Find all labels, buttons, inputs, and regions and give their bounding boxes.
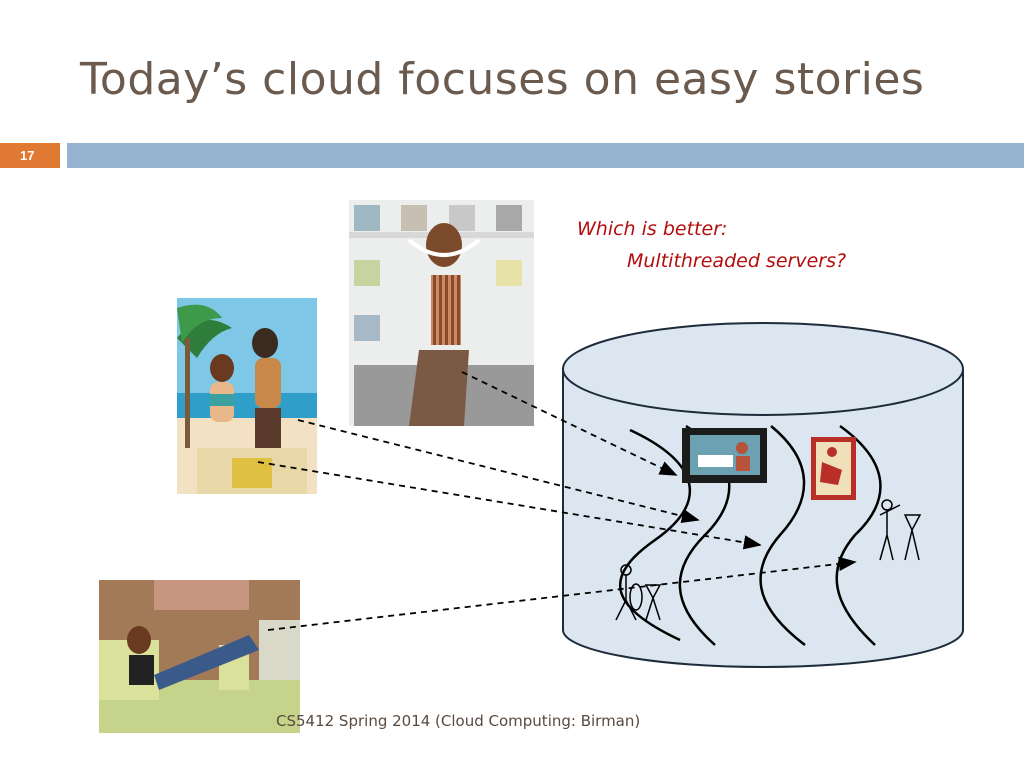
beach-couple-photo xyxy=(177,298,317,494)
guitarist-clipart xyxy=(811,437,856,500)
thread-wave-icon xyxy=(759,425,806,646)
cellist-clipart xyxy=(615,564,662,621)
slide-number: 17 xyxy=(0,143,60,168)
dashed-arrow xyxy=(297,419,700,524)
dashed-arrow xyxy=(257,461,762,550)
question-line-2: Multithreaded servers? xyxy=(627,250,847,272)
music-listener-photo xyxy=(349,200,534,426)
slide-footer: CS5412 Spring 2014 (Cloud Computing: Bir… xyxy=(276,712,641,730)
slide-title: Today’s cloud focuses on easy stories xyxy=(80,54,925,105)
server-cylinder xyxy=(562,322,964,668)
flutist-clipart xyxy=(879,499,922,561)
thread-wave-icon xyxy=(618,428,692,642)
question-line-1: Which is better: xyxy=(577,218,728,240)
pianist-clipart xyxy=(682,428,767,483)
header-band xyxy=(67,143,1024,168)
thread-wave-icon xyxy=(835,424,882,646)
sofa-reader-photo xyxy=(99,580,300,733)
